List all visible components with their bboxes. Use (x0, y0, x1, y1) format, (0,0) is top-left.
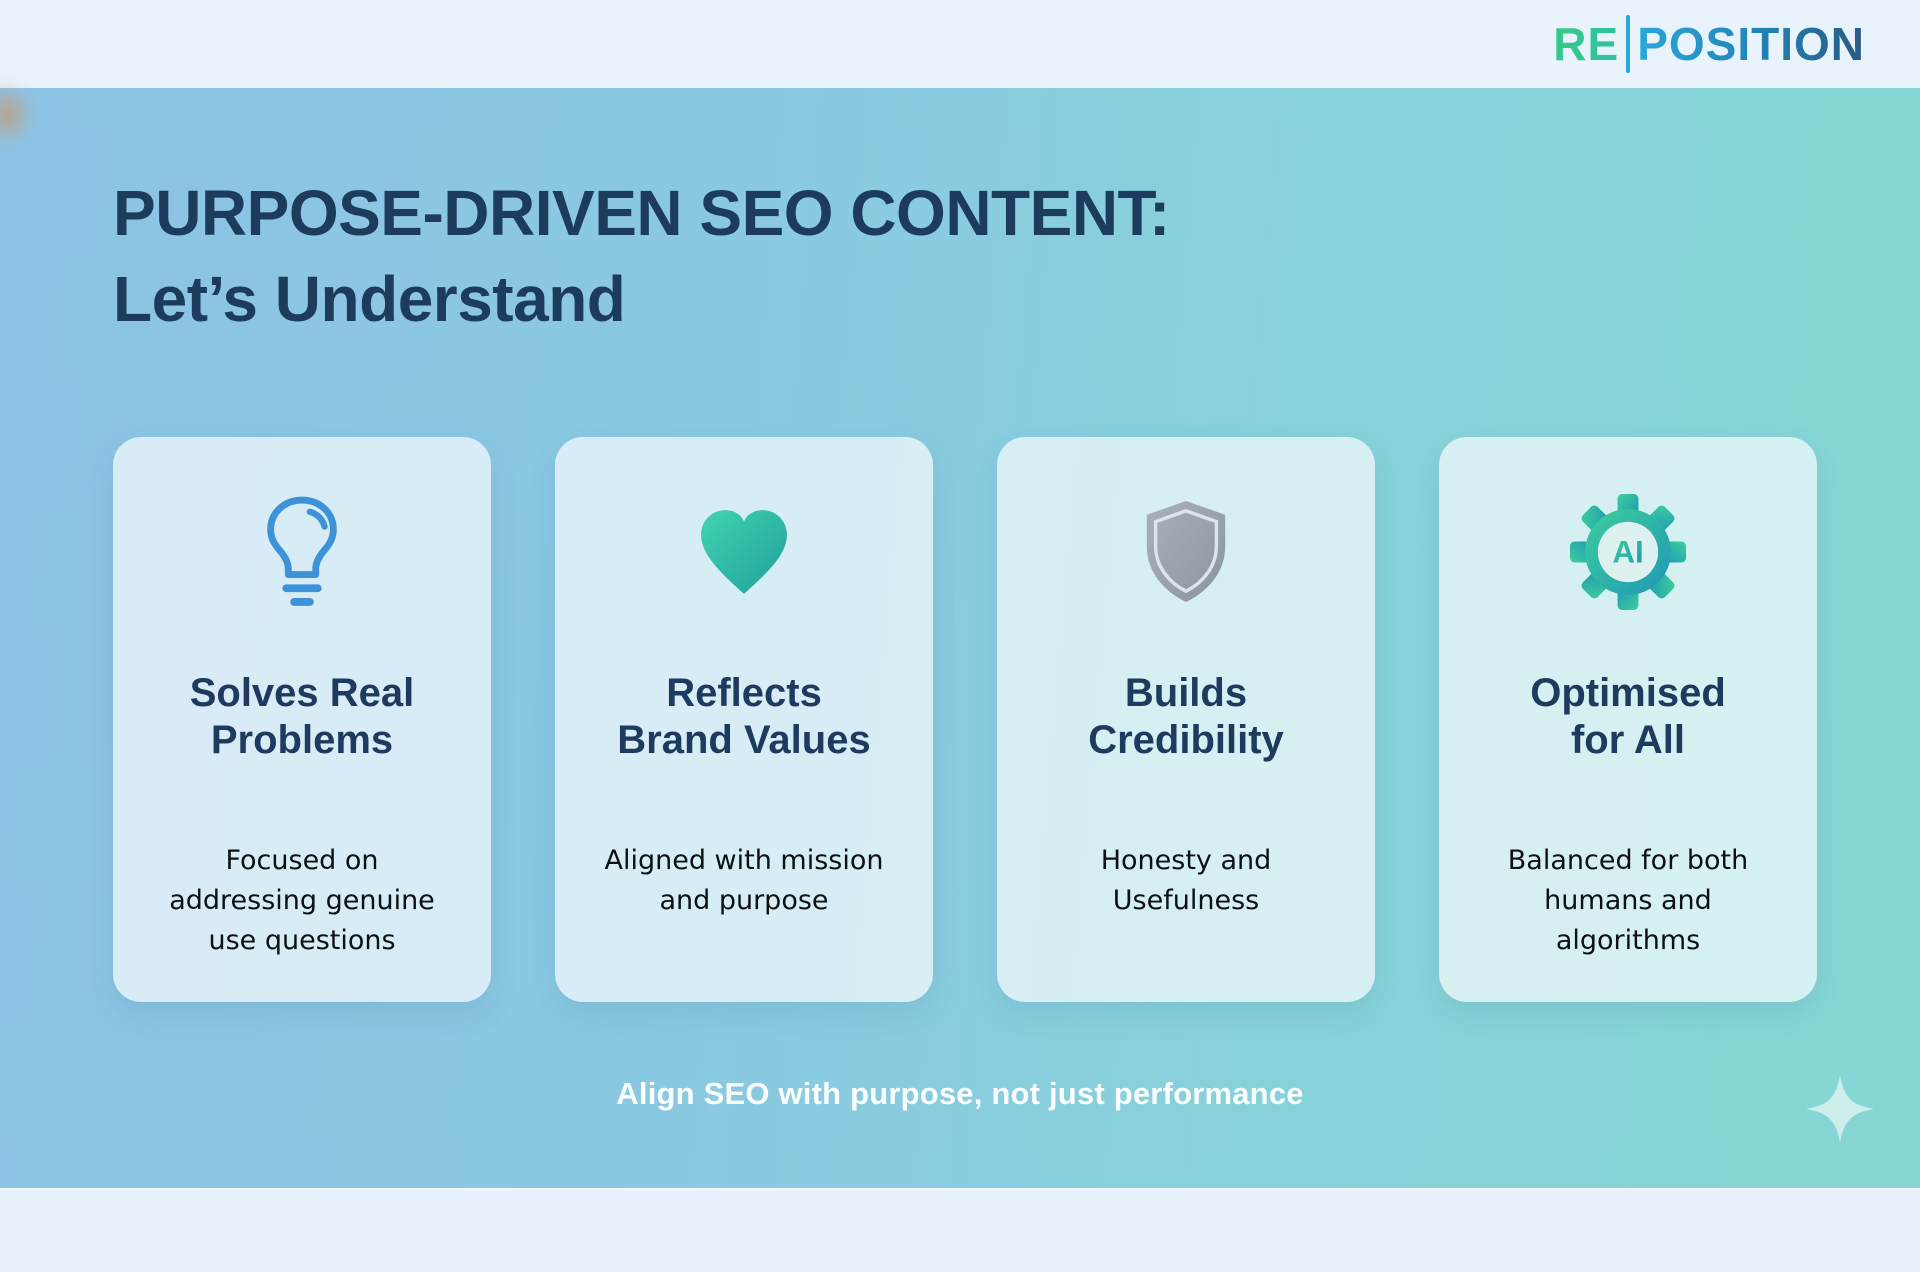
page-title-line1: PURPOSE-DRIVEN SEO CONTENT: (113, 177, 1170, 249)
logo-divider (1626, 15, 1631, 73)
sparkle-icon (1804, 1073, 1876, 1145)
card-description: Honesty and Usefulness (1100, 845, 1272, 916)
footer-bar (0, 1188, 1920, 1272)
heart-icon (555, 485, 933, 619)
card-reflects-brand-values: Reflects Brand Values Aligned with missi… (555, 437, 933, 1002)
card-builds-credibility: Builds Credibility Honesty and Usefulnes… (997, 437, 1375, 1002)
card-title: Optimised for All (1530, 671, 1726, 763)
tagline: Align SEO with purpose, not just perform… (616, 1076, 1304, 1111)
header-bar: RE POSITION (0, 0, 1920, 88)
cards-row: Solves Real Problems Focused on addressi… (113, 437, 1817, 1002)
logo-text-position: POSITION (1637, 18, 1865, 70)
brand-logo: RE POSITION (1553, 15, 1865, 73)
card-solves-real-problems: Solves Real Problems Focused on addressi… (113, 437, 491, 1002)
card-optimised-for-all: AI Optimised for All Balanced for both h… (1439, 437, 1817, 1002)
page-title: PURPOSE-DRIVEN SEO CONTENT: Let’s Unders… (113, 170, 1170, 342)
card-description: Balanced for both humans and algorithms (1507, 845, 1749, 956)
card-description: Focused on addressing genuine use questi… (169, 845, 435, 956)
card-title: Reflects Brand Values (617, 671, 871, 763)
background-artifact (0, 82, 34, 146)
ai-gear-label: AI (1612, 534, 1643, 569)
lightbulb-icon (113, 485, 491, 619)
logo-text-re: RE (1553, 18, 1620, 70)
ai-gear-icon: AI (1439, 485, 1817, 619)
page-title-line2: Let’s Understand (113, 263, 626, 335)
main-area: PURPOSE-DRIVEN SEO CONTENT: Let’s Unders… (0, 82, 1920, 1188)
card-title: Solves Real Problems (189, 671, 415, 763)
card-title: Builds Credibility (1088, 671, 1284, 763)
card-description: Aligned with mission and purpose (604, 845, 884, 916)
shield-icon (997, 485, 1375, 619)
